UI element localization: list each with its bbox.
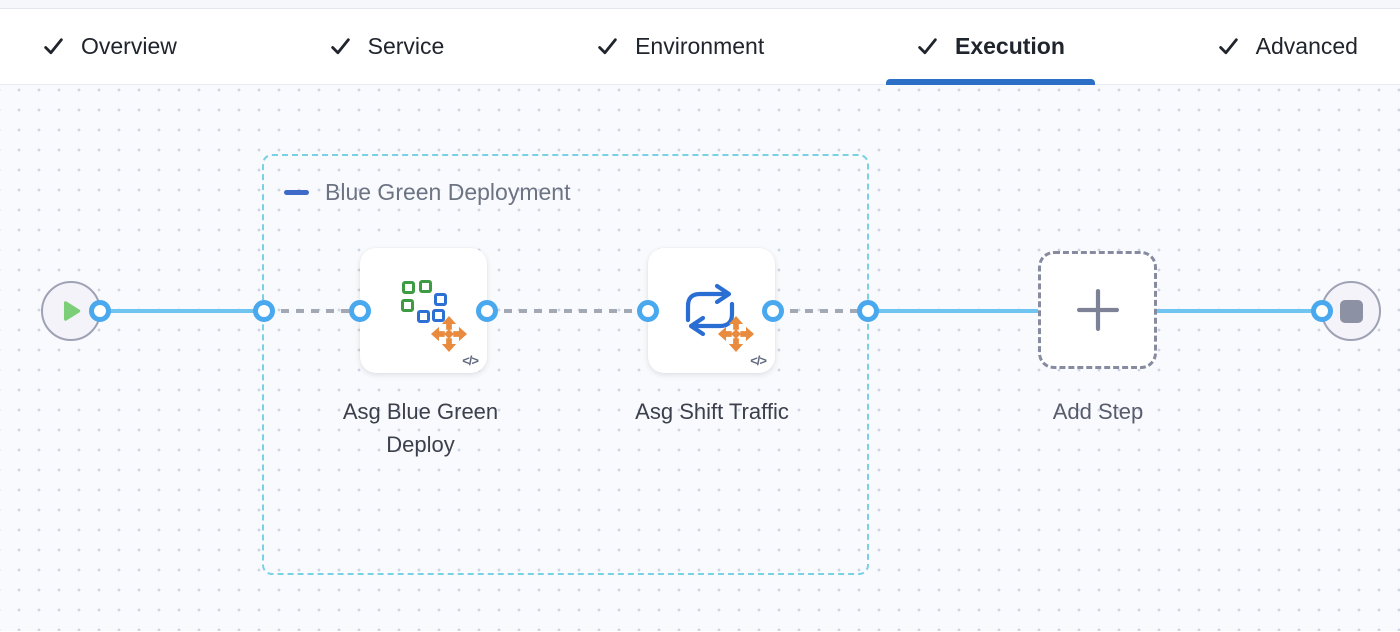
port-step2-in xyxy=(637,300,659,322)
check-icon xyxy=(596,35,619,58)
tab-label: Advanced xyxy=(1255,33,1358,59)
link-start-to-group xyxy=(100,309,266,313)
move-arrows-icon xyxy=(717,315,755,353)
step-card-asg-shift-traffic[interactable]: </> xyxy=(648,248,775,373)
code-icon: </> xyxy=(750,353,767,368)
step-label: Asg Shift Traffic xyxy=(635,399,789,424)
link-group-to-addstep xyxy=(870,309,1040,313)
tab-label: Overview xyxy=(81,33,177,59)
step-label: Asg Blue Green Deploy xyxy=(342,399,499,457)
stage-tabbar: Overview Service Environment Execution A… xyxy=(0,9,1400,85)
add-step-button[interactable] xyxy=(1038,251,1157,369)
step-card-asg-blue-green-deploy[interactable]: </> xyxy=(360,248,487,373)
port-group-in xyxy=(253,300,275,322)
port-start-out xyxy=(89,300,111,322)
window-top-strip xyxy=(0,0,1400,9)
port-group-out xyxy=(857,300,879,322)
active-tab-underline xyxy=(885,79,1095,85)
tab-label: Execution xyxy=(954,33,1065,59)
link-addstep-to-end xyxy=(1155,309,1323,313)
port-step1-in xyxy=(349,300,371,322)
start-node xyxy=(41,281,101,341)
stage-group-box xyxy=(262,154,869,575)
port-step1-out xyxy=(476,300,498,322)
check-icon xyxy=(1217,35,1240,58)
check-icon xyxy=(916,35,939,58)
stop-icon xyxy=(1339,299,1363,323)
tab-overview[interactable]: Overview xyxy=(12,9,207,84)
play-icon xyxy=(63,301,81,321)
link-step2-to-group xyxy=(775,309,870,313)
tab-label: Environment xyxy=(635,33,765,59)
move-arrows-icon xyxy=(430,315,468,353)
asg-shift-traffic-icon xyxy=(685,283,735,337)
tab-advanced[interactable]: Advanced xyxy=(1187,9,1388,84)
code-icon: </> xyxy=(462,353,479,368)
port-step2-out xyxy=(762,300,784,322)
plus-icon xyxy=(1076,289,1119,331)
port-end-in xyxy=(1311,300,1333,322)
check-icon xyxy=(329,35,352,58)
pipeline-canvas[interactable]: Blue Green Deployment xyxy=(0,85,1400,631)
tab-environment[interactable]: Environment xyxy=(566,9,794,84)
tab-label: Service xyxy=(367,33,445,59)
stage-group-header: Blue Green Deployment xyxy=(284,179,570,206)
link-group-to-step1 xyxy=(266,309,362,313)
stage-group-title: Blue Green Deployment xyxy=(325,179,571,205)
tab-execution[interactable]: Execution xyxy=(885,9,1095,85)
collapse-minus-icon[interactable] xyxy=(284,190,309,195)
check-icon xyxy=(42,35,65,58)
link-step1-to-step2 xyxy=(489,309,650,313)
add-step-label: Add Step xyxy=(1052,399,1144,424)
tab-service[interactable]: Service xyxy=(299,9,475,84)
